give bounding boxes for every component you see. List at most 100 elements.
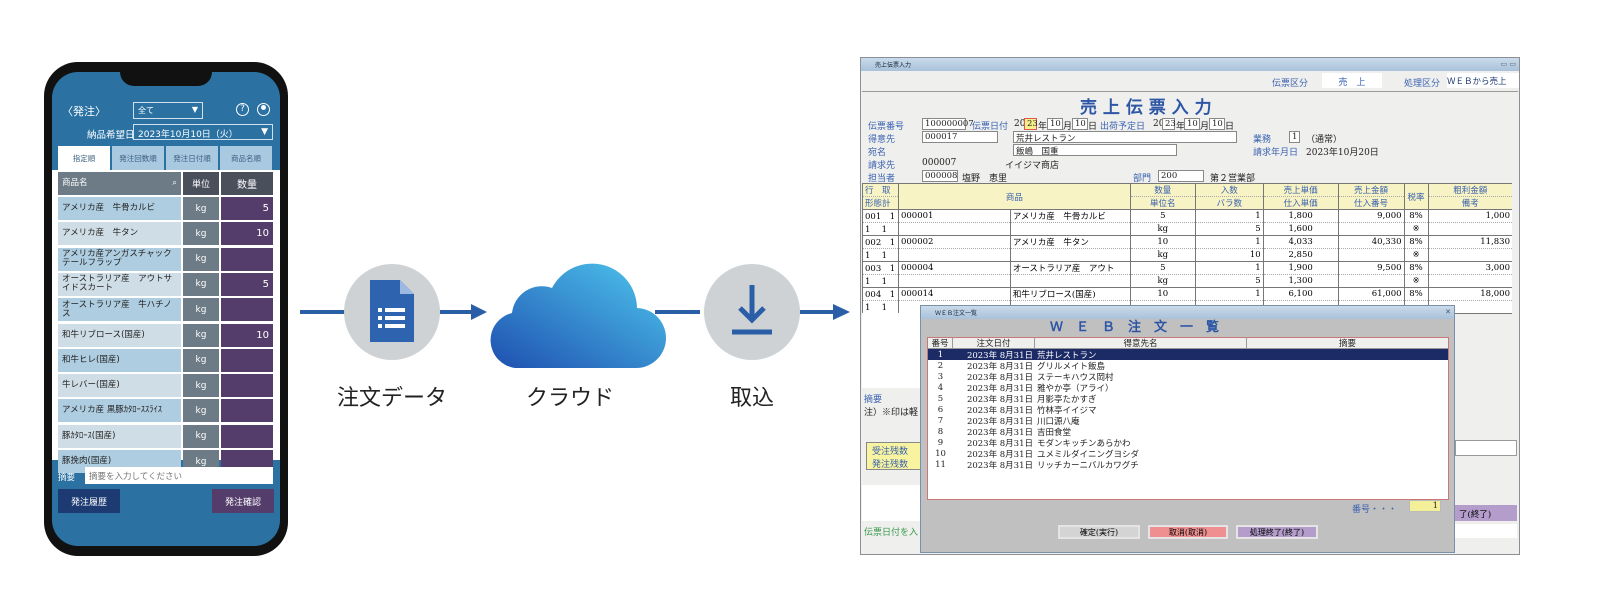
dept-name: 第２営業部 — [1210, 174, 1256, 184]
cancel-button[interactable]: 取消(取消) — [1148, 525, 1228, 539]
product-unit: kg — [183, 222, 219, 246]
process-value[interactable]: ＷＥＢから売上 — [1447, 73, 1519, 88]
col-amount: 売上金額 — [1337, 183, 1405, 197]
cell-mark: ※ — [1403, 248, 1428, 262]
slip-date-day-input[interactable]: 10 — [1072, 118, 1088, 130]
quantity-input[interactable] — [221, 424, 273, 448]
slip-date-prefix: 20 — [1014, 119, 1026, 129]
quantity-input[interactable] — [221, 348, 273, 372]
ship-date-month-input[interactable]: 10 — [1184, 118, 1200, 130]
close-icon[interactable]: ✕ — [1445, 308, 1451, 316]
col-order-date: 注文日付 — [953, 337, 1035, 349]
cell-qty: 5 — [1129, 209, 1196, 223]
cell-price: 1,900 — [1262, 261, 1339, 275]
cell-code: 000001 — [897, 209, 1011, 223]
filter-select[interactable]: 全て▼ — [133, 102, 203, 119]
col-cost: 仕入単価 — [1262, 196, 1339, 210]
confirm-button[interactable]: 確定(実行) — [1058, 525, 1140, 539]
quantity-input[interactable]: 10 — [221, 222, 273, 246]
dept-code-input[interactable]: 200 — [1158, 170, 1204, 182]
number-input[interactable]: 1 — [1409, 500, 1441, 512]
tab-order-count[interactable]: 発注回数順 — [112, 146, 164, 170]
quantity-input[interactable] — [221, 399, 273, 423]
cell-qty: 10 — [1129, 235, 1196, 249]
customer-name: 荒井レストラン — [1037, 350, 1097, 361]
order-number: 5 — [937, 393, 944, 404]
side-field[interactable] — [1455, 440, 1517, 456]
column-unit: 単位 — [183, 172, 219, 195]
cell-sub: 1 1 — [862, 300, 899, 314]
quantity-input[interactable]: 5 — [221, 272, 273, 296]
kind-input[interactable]: 1 — [1289, 131, 1300, 143]
window-controls[interactable]: ▭ ▭ — [1500, 60, 1516, 68]
customer-code-input[interactable]: 000017 — [922, 131, 998, 143]
tab-specified[interactable]: 指定順 — [58, 146, 110, 170]
order-confirm-button[interactable]: 発注確認 — [212, 489, 274, 513]
order-history-button[interactable]: 発注履歴 — [58, 489, 120, 513]
date-select[interactable]: 2023年10月10日（火）▼ — [133, 124, 273, 140]
quantity-input[interactable] — [221, 374, 273, 398]
quantity-input[interactable] — [221, 298, 273, 322]
customer-name-input[interactable]: 荒井レストラン — [1013, 131, 1237, 144]
billing-label: 請求先 — [868, 161, 896, 171]
ship-date-day-input[interactable]: 10 — [1209, 118, 1225, 130]
slip-date-month-input[interactable]: 10 — [1047, 118, 1063, 130]
end-button[interactable]: 了(終了) — [1455, 505, 1517, 521]
ship-date-year-input[interactable]: 23 — [1162, 118, 1176, 130]
quantity-input[interactable] — [221, 247, 273, 271]
slip-no-input[interactable]: 100000007 — [922, 118, 974, 130]
product-unit: kg — [183, 374, 219, 398]
list-item[interactable]: 豚ｶﾀﾛｰｽ(国産)kg — [58, 424, 273, 448]
user-icon[interactable] — [257, 103, 270, 116]
addressee-input[interactable]: 飯嶋 国重 — [1013, 144, 1177, 157]
slip-type-label: 伝票区分 — [1272, 79, 1309, 89]
cell-empty — [1427, 248, 1512, 262]
back-button[interactable]: 〈発注〉 — [62, 105, 106, 118]
cell-empty — [1427, 274, 1512, 288]
finish-button[interactable]: 処理終了(終了) — [1236, 525, 1318, 539]
search-icon[interactable]: ⌕ — [172, 178, 177, 189]
order-number: 7 — [937, 415, 944, 426]
staff-code-input[interactable]: 000008 — [922, 170, 958, 182]
cell-bara: 5 — [1194, 222, 1264, 236]
col-price: 売上単価 — [1262, 183, 1339, 197]
bill-date-label: 請求年月日 — [1253, 148, 1299, 158]
slip-date-year-input[interactable]: 23 — [1024, 118, 1038, 130]
slip-type-value[interactable]: 売 上 — [1322, 73, 1382, 88]
tab-order-date[interactable]: 発注日付順 — [166, 146, 218, 170]
list-item[interactable]: 和牛ヒレ(国産)kg — [58, 348, 273, 372]
list-item[interactable]: 牛レバー(国産)kg — [58, 374, 273, 398]
tab-product-name[interactable]: 商品名順 — [220, 146, 272, 170]
quantity-input[interactable]: 5 — [221, 197, 273, 220]
memo-input[interactable] — [85, 467, 273, 484]
quantity-input[interactable]: 10 — [221, 323, 273, 347]
product-unit: kg — [183, 323, 219, 347]
help-icon[interactable]: ? — [236, 103, 249, 116]
